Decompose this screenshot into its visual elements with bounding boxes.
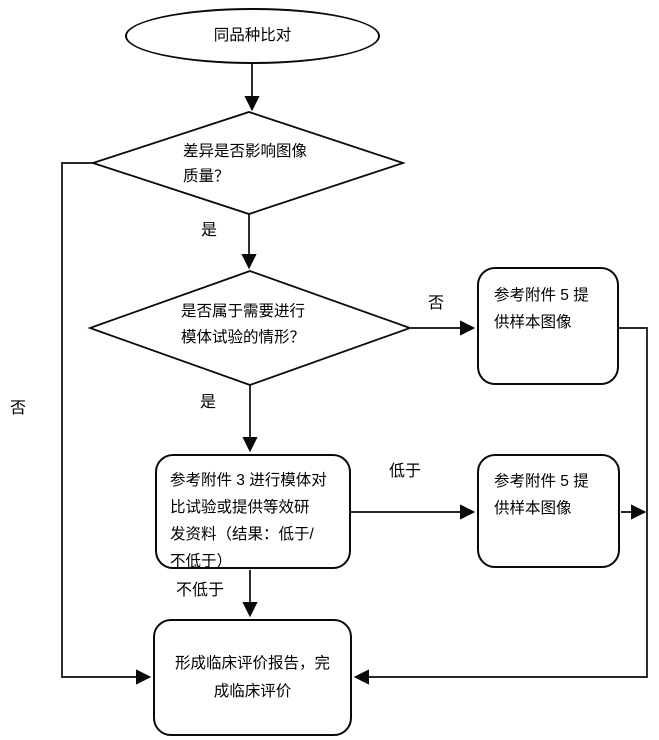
edge-label-lower: 低于 bbox=[389, 463, 422, 480]
start-node-label: 同品种比对 bbox=[213, 27, 292, 44]
edge-label-yes-2: 是 bbox=[200, 394, 217, 411]
edge-label-no-1: 否 bbox=[10, 400, 27, 417]
annex5-sample-image-label-top: 参考附件 5 提 供样本图像 bbox=[494, 287, 589, 331]
edge-label-yes-1: 是 bbox=[201, 222, 218, 239]
clinical-evaluation-report-box: 形成临床评价报告，完 成临床评价 bbox=[153, 619, 352, 736]
decision-image-quality-label: 差异是否影响图像 质量？ bbox=[183, 143, 308, 185]
decision-image-quality-diamond bbox=[90, 111, 406, 215]
decision-phantom-test-label: 是否属于需要进行 模体试验的情形？ bbox=[181, 303, 306, 346]
annex5-sample-image-box-mid: 参考附件 5 提 供样本图像 bbox=[477, 454, 620, 568]
edge-annex5-top-to-report bbox=[353, 327, 648, 685]
annex5-sample-image-label-mid: 参考附件 5 提 供样本图像 bbox=[494, 473, 589, 517]
clinical-evaluation-report-label: 形成临床评价报告，完 成临床评价 bbox=[174, 654, 330, 700]
start-node: 同品种比对 bbox=[125, 8, 380, 64]
annex3-phantom-test-box: 参考附件 3 进行模体对 比试验或提供等效研 发资料（结果：低于/ 不低于） bbox=[155, 454, 351, 570]
annex5-sample-image-box-top: 参考附件 5 提 供样本图像 bbox=[477, 267, 619, 385]
edge-decision1-no-to-report bbox=[61, 162, 152, 685]
edge-label-no-2: 否 bbox=[428, 295, 445, 312]
edge-label-not-lower: 不低于 bbox=[176, 582, 225, 599]
annex3-phantom-test-label: 参考附件 3 进行模体对 比试验或提供等效研 发资料（结果：低于/ 不低于） bbox=[170, 472, 327, 570]
decision-phantom-test-diamond bbox=[87, 270, 413, 386]
